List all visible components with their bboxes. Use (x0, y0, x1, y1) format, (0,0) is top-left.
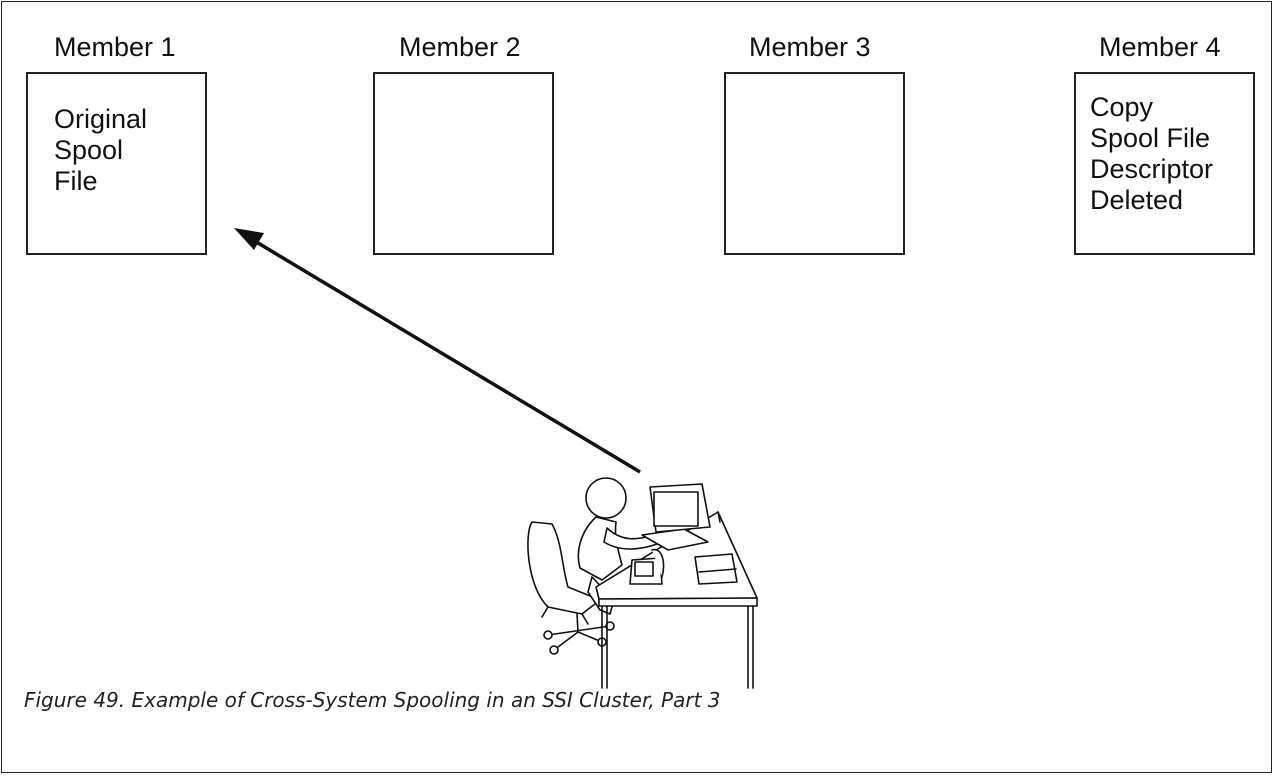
figure-caption: Figure 49. Example of Cross-System Spool… (24, 688, 721, 712)
member-4-line-4: Deleted (1090, 185, 1184, 215)
member-4-line-2: Spool File (1090, 123, 1211, 153)
member-1-box: Original Spool File (26, 72, 207, 255)
member-1-line-1: Original (54, 104, 148, 134)
user-at-workstation-icon (527, 477, 758, 689)
member-3-label: Member 3 (749, 32, 871, 62)
member-4-contents: Copy Spool File Descriptor Deleted (1090, 92, 1213, 216)
member-4-box: Copy Spool File Descriptor Deleted (1074, 72, 1255, 255)
transfer-arrow (234, 228, 641, 474)
member-3-box (724, 72, 905, 255)
member-1-line-3: File (54, 166, 98, 196)
member-2-label: Member 2 (399, 32, 521, 62)
member-1-line-2: Spool (54, 135, 124, 165)
member-1-contents: Original Spool File (54, 104, 147, 197)
member-4-line-1: Copy (1090, 92, 1154, 122)
member-4-line-3: Descriptor (1090, 154, 1214, 184)
member-1-label: Member 1 (54, 32, 176, 62)
member-2-box (373, 72, 554, 255)
member-4-label: Member 4 (1099, 32, 1221, 62)
